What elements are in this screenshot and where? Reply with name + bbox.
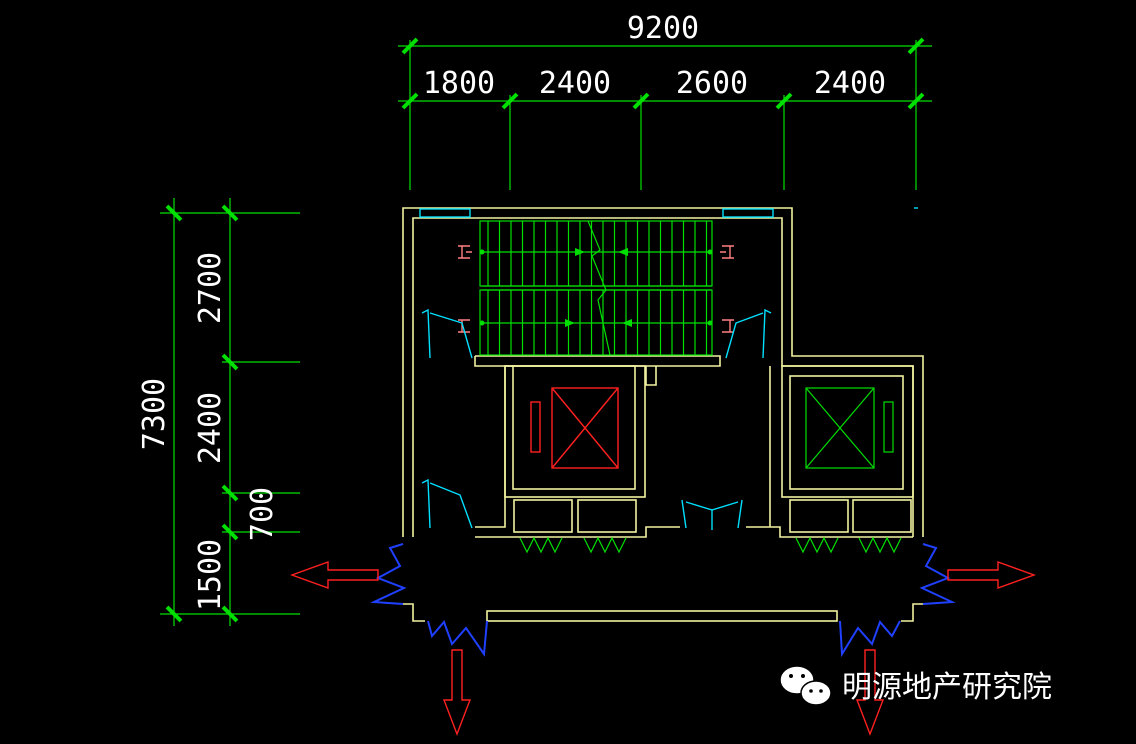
elevator-car-2	[805, 387, 894, 469]
hydrant-symbols	[458, 245, 734, 333]
dim-top-2: 2400	[539, 66, 611, 101]
dim-overall-width: 9200	[627, 11, 699, 46]
dim-top-4: 2400	[814, 66, 886, 101]
dim-overall-depth: 7300	[137, 378, 172, 450]
building-walls	[402, 207, 924, 622]
wechat-icon	[779, 665, 832, 706]
top-dimension-lines	[398, 37, 932, 190]
dim-top-3: 2600	[676, 66, 748, 101]
staircase	[479, 220, 713, 356]
vent-symbols	[519, 536, 902, 554]
doors	[421, 308, 772, 530]
dim-left-1: 2700	[193, 252, 228, 324]
dim-left-3: 700	[245, 487, 280, 541]
exit-doors	[370, 543, 956, 658]
evacuation-arrows	[289, 561, 1037, 736]
left-dimension-lines	[160, 198, 300, 626]
elevator-car-1	[530, 387, 619, 469]
watermark-text: 明源地产研究院	[842, 670, 1052, 705]
dim-left-4: 1500	[193, 539, 228, 611]
dim-left-2: 2400	[193, 392, 228, 464]
dim-top-1: 1800	[423, 66, 495, 101]
